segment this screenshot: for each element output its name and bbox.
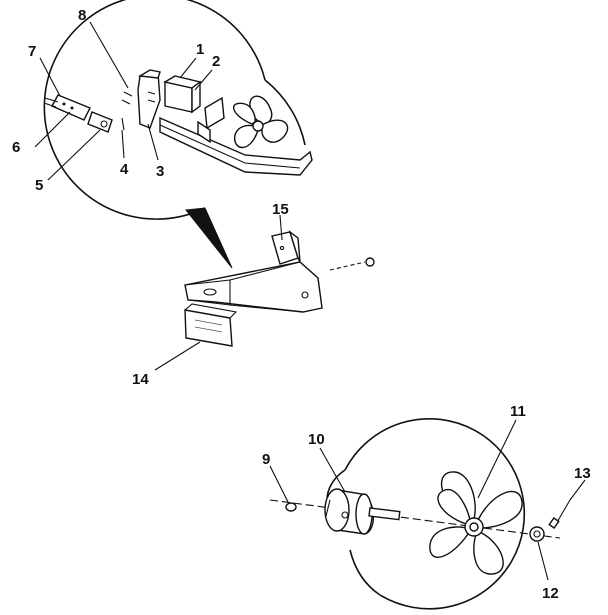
fan-blades-top [233,95,289,149]
switch-box [137,69,202,129]
callout-11: 11 [510,403,526,420]
nut-12 [529,526,545,542]
clip-8 [121,91,133,105]
fan-blade-11 [429,471,523,575]
callout-13: 13 [574,465,591,482]
screw-4 [121,117,125,131]
callout-9: 9 [262,451,270,468]
shaft-axis [269,499,561,539]
callout-8: 8 [78,7,86,24]
leader-lines [34,21,586,581]
callout-2: 2 [212,53,220,70]
nut-9 [285,502,297,512]
callout-12: 12 [542,585,559,602]
callout-6: 6 [12,139,20,156]
callout-14: 14 [132,371,149,388]
motor-10 [324,488,401,535]
callout-labels: 1 2 3 4 5 6 7 8 9 10 11 12 13 14 15 [12,7,591,602]
callout-10: 10 [308,431,325,448]
detail-pointer [185,207,233,269]
callout-5: 5 [35,177,43,194]
connector-5 [87,111,113,133]
callout-4: 4 [120,161,129,178]
callout-3: 3 [156,163,164,180]
bracket-top [159,96,313,176]
connector-7 [43,94,91,121]
callout-1: 1 [196,41,204,58]
detail-circle-top [43,0,306,220]
callout-7: 7 [28,43,36,60]
bracket-assembly [184,230,375,347]
screw-13 [548,499,571,529]
callout-15: 15 [272,201,289,218]
